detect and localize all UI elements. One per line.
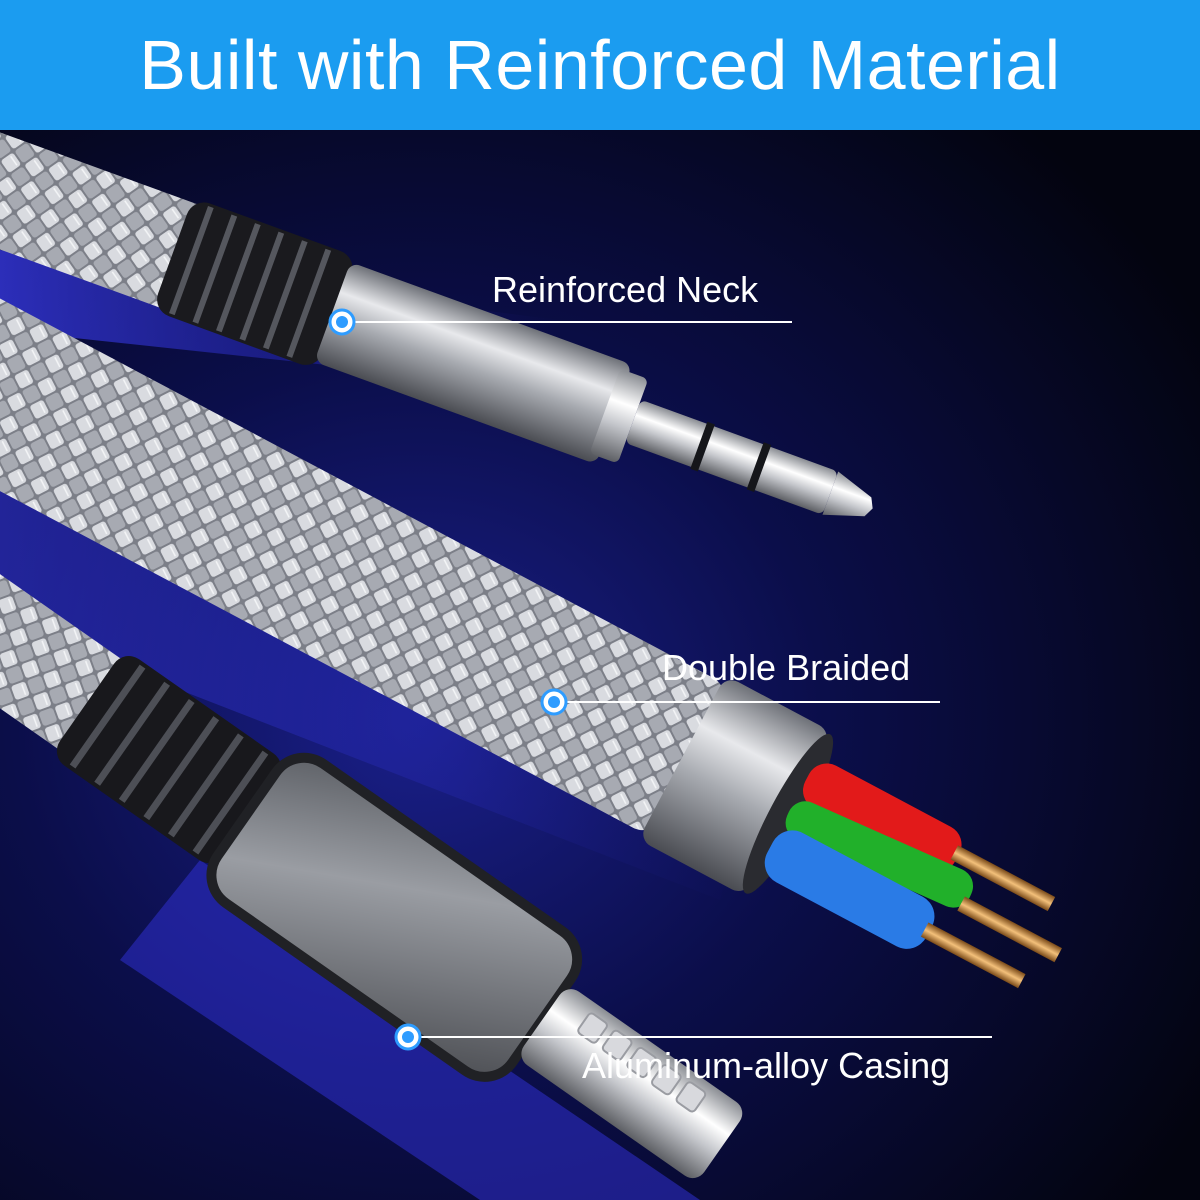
plug-pin [626, 401, 837, 514]
callout-aluminum-casing [394, 1023, 992, 1051]
double-braided-cable [0, 271, 1062, 989]
double-braided-label: Double Braided [662, 647, 911, 688]
audio-jack-cable [0, 130, 873, 517]
metal-ring [643, 680, 827, 891]
green-wire [785, 801, 974, 908]
cable-illustration [0, 130, 1200, 1200]
callout-reinforced-neck [328, 308, 792, 336]
braided-cable [0, 519, 127, 753]
lightning-cable [0, 519, 743, 1179]
aluminum-alloy-casing-label: Aluminum-alloy Casing [582, 1045, 951, 1086]
red-wire [802, 763, 962, 872]
title-banner: Built with Reinforced Material [0, 0, 1200, 130]
reinforced-neck-label: Reinforced Neck [492, 269, 759, 310]
braided-cable [0, 130, 201, 309]
blue-wire [764, 830, 935, 949]
banner-title: Built with Reinforced Material [139, 26, 1061, 104]
braided-cable [0, 271, 724, 831]
callout-double-braided [540, 688, 940, 716]
metal-housing [317, 264, 630, 462]
